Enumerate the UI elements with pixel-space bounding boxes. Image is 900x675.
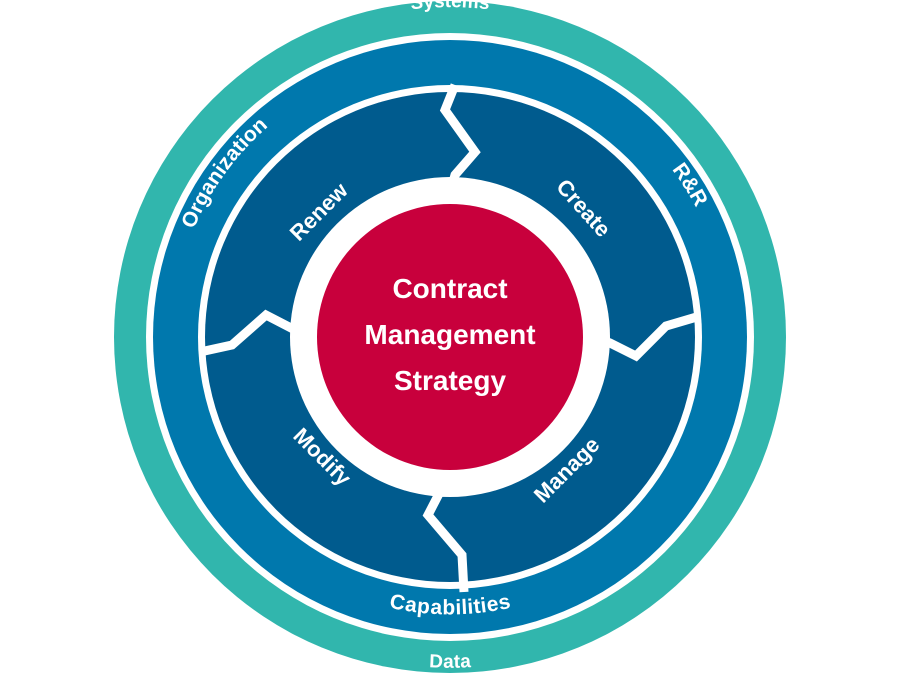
center-line-2: Management bbox=[364, 319, 535, 350]
separator-create-manage bbox=[588, 311, 702, 362]
label-systems: Systems bbox=[409, 0, 490, 14]
separator-renew-create bbox=[439, 83, 481, 202]
center-circle bbox=[317, 204, 583, 470]
separator-modify-renew bbox=[199, 309, 316, 357]
label-data: Data bbox=[429, 651, 472, 673]
label-data-path: Data bbox=[429, 651, 472, 673]
center-line-1: Contract bbox=[392, 273, 507, 304]
separator-manage-modify bbox=[422, 466, 469, 593]
label-systems-path: Systems bbox=[409, 0, 490, 14]
center-line-3: Strategy bbox=[394, 365, 506, 396]
